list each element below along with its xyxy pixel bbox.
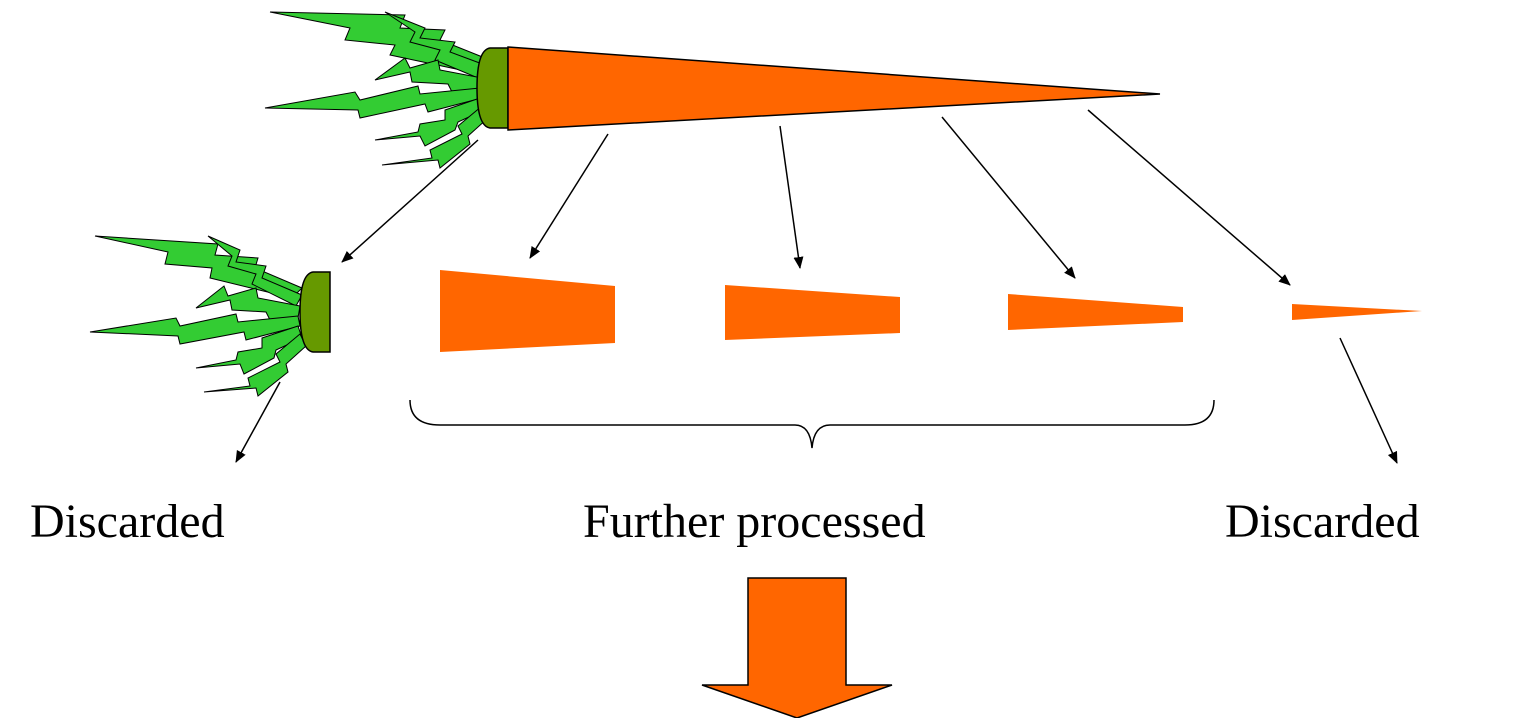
carrot-slice-icon: [440, 270, 615, 352]
label-discarded-right: Discarded: [1225, 495, 1420, 548]
carrot-crown: [476, 47, 509, 129]
arrow-to-slice-1: [529, 133, 609, 259]
arrow-tip-discarded: [1339, 337, 1398, 464]
down-block-arrow-icon: [701, 577, 893, 718]
carrot-tip-icon: [1292, 304, 1422, 320]
whole-carrot: [264, 11, 1161, 169]
arrow-to-slice-3: [941, 116, 1076, 279]
arrow-top-discarded: [235, 381, 281, 463]
carrot-slices: [440, 270, 1183, 352]
leaf-icon: [264, 11, 489, 169]
carrot-slice-icon: [725, 285, 900, 340]
carrot-top-crown: [299, 271, 331, 353]
carrot-slice-icon: [1008, 294, 1183, 330]
carrot-top-icon: [89, 235, 331, 397]
arrow-to-tip: [1087, 109, 1291, 286]
label-discarded-left: Discarded: [30, 495, 225, 548]
leaf-icon: [89, 235, 307, 397]
label-further-processed: Further processed: [583, 495, 926, 548]
carrot-body: [507, 46, 1161, 131]
cut-arrows: [341, 109, 1291, 286]
arrow-to-slice-2: [779, 125, 804, 269]
arrow-to-top: [341, 139, 479, 263]
curly-brace-icon: [409, 399, 1215, 449]
